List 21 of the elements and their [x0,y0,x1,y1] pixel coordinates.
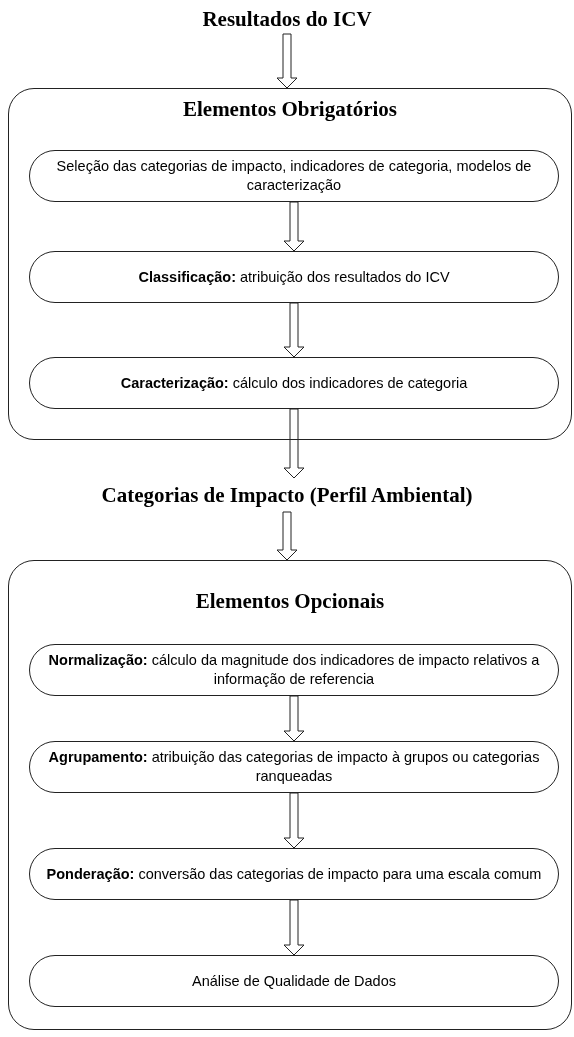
panel-heading: Elementos Obrigatórios [181,97,399,122]
process-box: Caracterização: cálculo dos indicadores de categoria [29,357,559,409]
block-arrow [283,695,305,742]
process-box: Classificação: atribuição dos resultados do ICV [29,251,559,303]
heading-text: Resultados do ICV [170,4,404,34]
heading-text: Categorias de Impacto (Perfil Ambiental) [20,478,554,512]
group-panel [8,88,572,440]
group-panel [8,560,572,1030]
block-arrow [283,408,305,479]
process-box: Agrupamento: atribuição das categorias de impacto à grupos ou categorias ranqueadas [29,741,559,793]
process-box: Normalização: cálculo da magnitude dos indicadores de impacto relativos a informação de referencia [29,644,559,696]
process-box: Seleção das categorias de impacto, indicadores de categoria, modelos de caracterização [29,150,559,202]
block-arrow [276,33,298,89]
block-arrow [283,899,305,956]
block-arrow [276,511,298,561]
block-arrow [283,201,305,252]
block-arrow [283,302,305,358]
process-box: Ponderação: conversão das categorias de impacto para uma escala comum [29,848,559,900]
panel-heading: Elementos Opcionais [194,589,386,614]
process-box: Análise de Qualidade de Dados [29,955,559,1007]
block-arrow [283,792,305,849]
